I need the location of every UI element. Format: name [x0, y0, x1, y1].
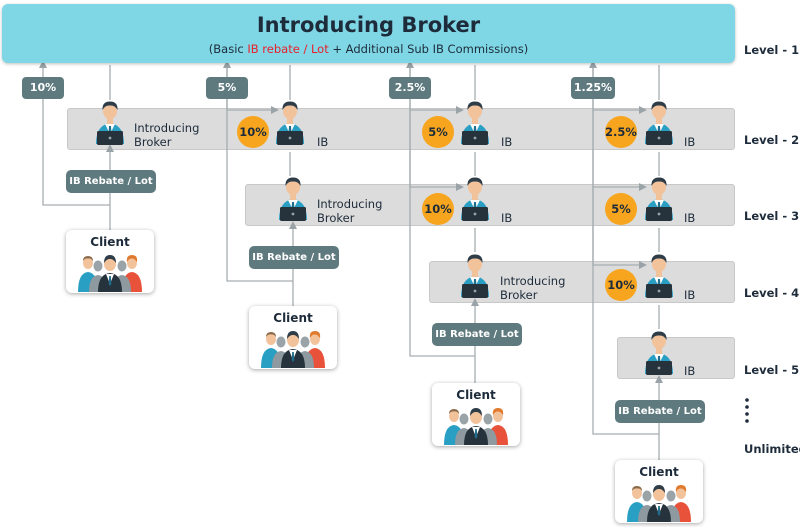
subtitle-start: (Basic	[208, 42, 248, 56]
ib-rebate-badge: IB Rebate / Lot	[66, 170, 156, 193]
percent-box-5: 5%	[206, 77, 248, 99]
ib-label: IB	[684, 135, 696, 149]
person-with-laptop-icon	[276, 101, 304, 145]
level-5-band	[617, 337, 735, 379]
commission-circle: 10%	[605, 269, 637, 301]
client-label: Client	[90, 235, 130, 249]
client-card: Client	[249, 306, 337, 369]
person-with-laptop-icon	[279, 177, 307, 221]
page-subtitle: (Basic IB rebate / Lot + Additional Sub …	[2, 42, 735, 56]
person-with-laptop-icon	[96, 101, 124, 145]
client-card: Client	[432, 383, 520, 446]
person-with-laptop-icon	[645, 177, 673, 221]
ib-label: IB	[684, 211, 696, 225]
person-with-laptop-icon	[461, 177, 489, 221]
commission-circle: 2.5%	[605, 116, 637, 148]
person-with-laptop-icon	[461, 254, 489, 298]
unlimited-label: Unlimited	[744, 442, 800, 456]
client-card: Client	[615, 460, 703, 523]
client-group-icon	[78, 255, 142, 292]
introducing-broker-label: Introducing Broker	[317, 197, 383, 225]
introducing-broker-label: Introducing Broker	[134, 121, 200, 149]
client-group-icon	[627, 485, 691, 522]
subtitle-highlight: IB rebate / Lot	[247, 42, 329, 56]
level-2-label: Level - 2	[744, 133, 800, 147]
percent-box-2-5: 2.5%	[389, 77, 431, 99]
commission-circle: 5%	[605, 193, 637, 225]
level-4-label: Level - 4	[744, 286, 800, 300]
ib-label: IB	[684, 364, 696, 378]
ib-label: IB	[684, 288, 696, 302]
client-card: Client	[66, 230, 154, 293]
introducing-broker-label: Introducing Broker	[500, 274, 566, 302]
client-group-icon	[444, 408, 508, 445]
person-with-laptop-icon	[645, 101, 673, 145]
subtitle-end: + Additional Sub IB Commissions)	[328, 42, 529, 56]
level-3-label: Level - 3	[744, 209, 800, 223]
person-with-laptop-icon	[645, 254, 673, 298]
client-group-icon	[261, 331, 325, 368]
client-label: Client	[456, 388, 496, 402]
client-label: Client	[639, 465, 679, 479]
ib-label: IB	[317, 135, 329, 149]
ib-label: IB	[501, 211, 513, 225]
commission-circle: 10%	[237, 116, 269, 148]
person-with-laptop-icon	[461, 101, 489, 145]
percent-box-1-25: 1.25%	[571, 77, 615, 99]
client-label: Client	[273, 311, 313, 325]
ib-rebate-badge: IB Rebate / Lot	[615, 400, 705, 423]
percent-box-10: 10%	[22, 77, 64, 99]
ib-rebate-badge: IB Rebate / Lot	[432, 323, 522, 346]
person-with-laptop-icon	[645, 331, 673, 375]
ib-label: IB	[501, 135, 513, 149]
commission-circle: 10%	[422, 193, 454, 225]
page-title: Introducing Broker	[256, 13, 481, 37]
ib-rebate-badge: IB Rebate / Lot	[249, 246, 339, 269]
level-5-label: Level - 5	[744, 363, 800, 377]
header-banner: Introducing Broker (Basic IB rebate / Lo…	[2, 4, 735, 63]
commission-circle: 5%	[422, 116, 454, 148]
level-1-label: Level - 1	[744, 43, 800, 57]
vertical-dots-icon	[745, 398, 749, 423]
